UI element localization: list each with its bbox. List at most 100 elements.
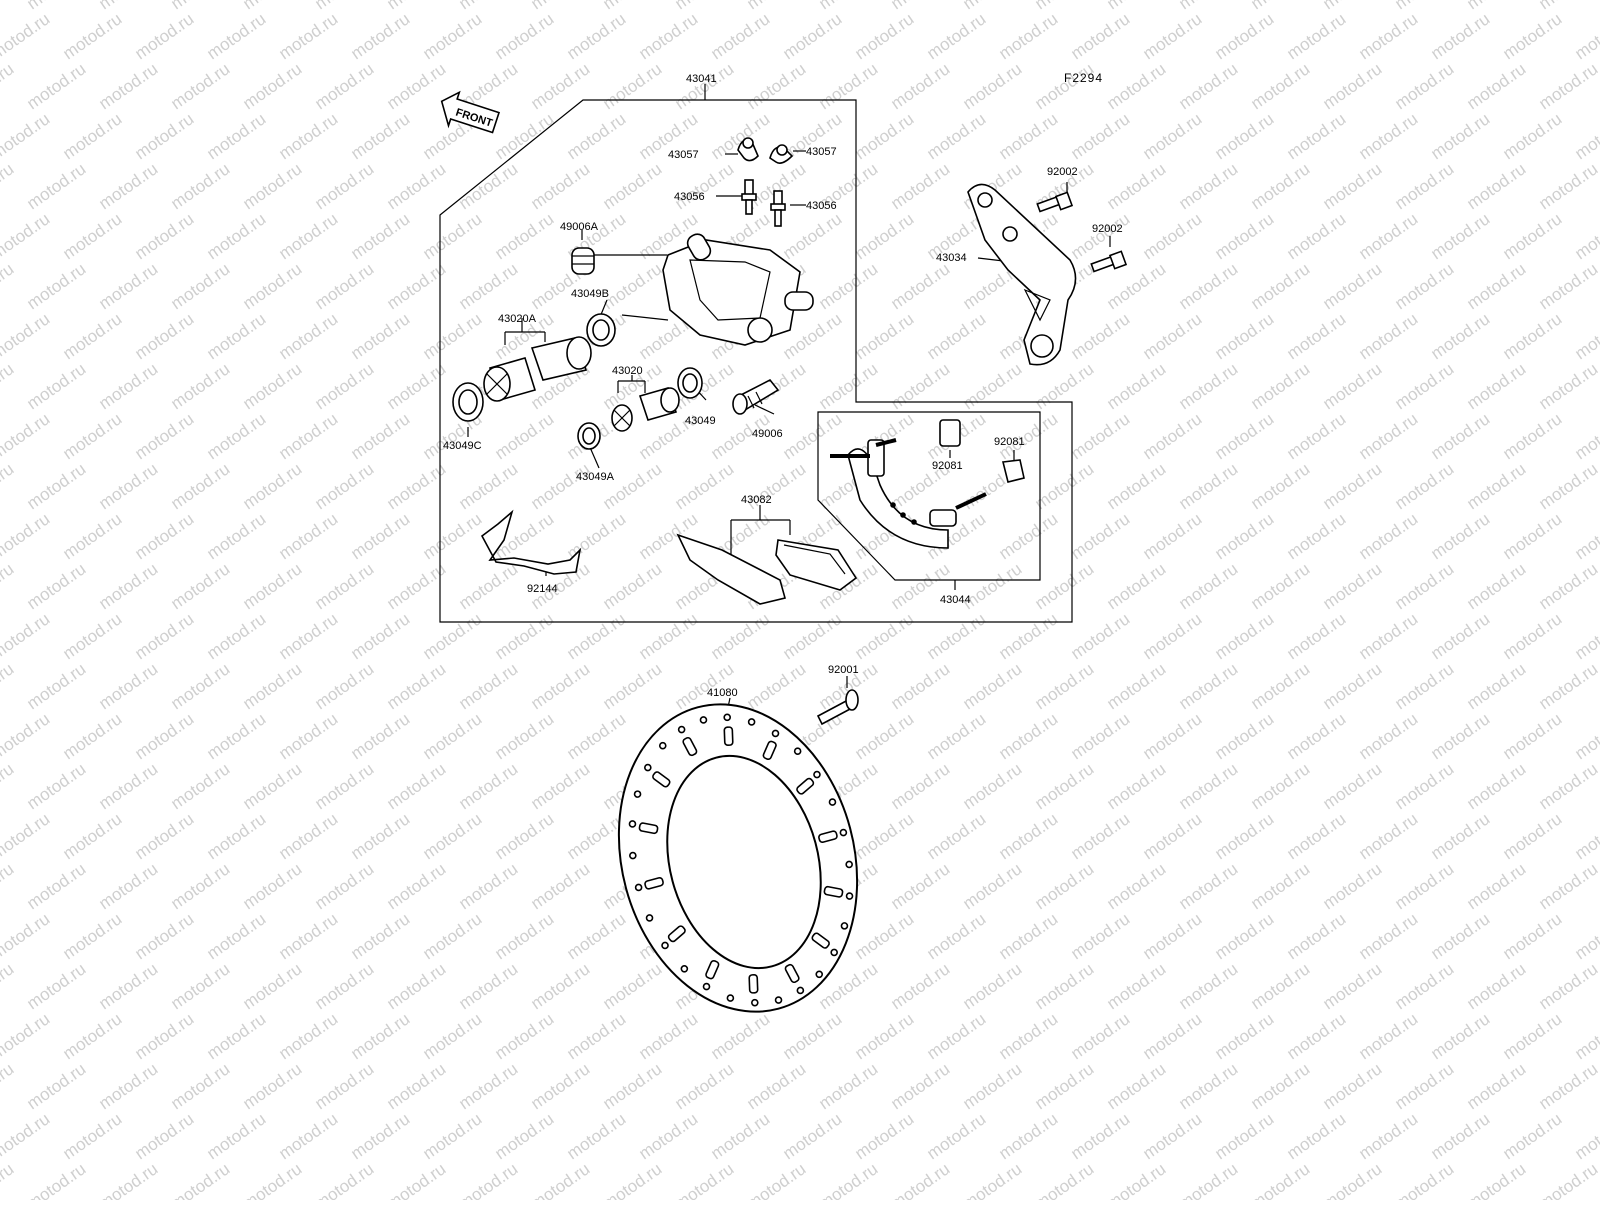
watermark-text: motod.ru	[1571, 809, 1600, 863]
watermark-text: motod.ru	[1175, 659, 1241, 713]
watermark-text: motod.ru	[59, 1009, 125, 1063]
watermark-text: motod.ru	[419, 309, 485, 363]
watermark-text: motod.ru	[1283, 309, 1349, 363]
watermark-text: motod.ru	[1211, 809, 1277, 863]
watermark-text: motod.ru	[887, 859, 953, 913]
watermark-text: motod.ru	[59, 709, 125, 763]
watermark-text: motod.ru	[1103, 559, 1169, 613]
watermark-text: motod.ru	[1103, 1159, 1169, 1200]
watermark-text: motod.ru	[203, 9, 269, 63]
disc-hole	[644, 763, 652, 772]
watermark-text: motod.ru	[1355, 409, 1421, 463]
watermark-text: motod.ru	[455, 959, 521, 1013]
watermark-text: motod.ru	[1031, 559, 1097, 613]
disc-hole	[633, 790, 642, 798]
disc-slot	[682, 736, 698, 757]
watermark-text: motod.ru	[851, 1109, 917, 1163]
watermark-text: motod.ru	[131, 809, 197, 863]
watermark-text: motod.ru	[203, 509, 269, 563]
watermark-text: motod.ru	[1319, 1159, 1385, 1200]
watermark-text: motod.ru	[1463, 59, 1529, 113]
watermark-text: motod.ru	[275, 809, 341, 863]
watermark-text: motod.ru	[1247, 959, 1313, 1013]
watermark-text: motod.ru	[1247, 1059, 1313, 1113]
watermark-text: motod.ru	[959, 1159, 1025, 1200]
watermark-text: motod.ru	[95, 159, 161, 213]
watermark-text: motod.ru	[1067, 709, 1133, 763]
watermark-text: motod.ru	[203, 409, 269, 463]
watermark-text: motod.ru	[887, 959, 953, 1013]
watermark-text: motod.ru	[419, 909, 485, 963]
watermark-text: motod.ru	[527, 959, 593, 1013]
watermark-text: motod.ru	[815, 1059, 881, 1113]
watermark-text: motod.ru	[1571, 1109, 1600, 1163]
watermark-text: motod.ru	[1067, 509, 1133, 563]
watermark-text: motod.ru	[1391, 0, 1457, 13]
disc-slot	[652, 771, 671, 788]
watermark-text: motod.ru	[311, 859, 377, 913]
watermark-text: motod.ru	[383, 359, 449, 413]
watermark-text: motod.ru	[0, 159, 17, 213]
watermark-text: motod.ru	[599, 659, 665, 713]
watermark-text: motod.ru	[599, 259, 665, 313]
watermark-text: motod.ru	[239, 459, 305, 513]
disc-hole	[723, 713, 731, 722]
watermark-text: motod.ru	[1463, 759, 1529, 813]
watermark-text: motod.ru	[1391, 1059, 1457, 1113]
watermark-text: motod.ru	[1535, 659, 1600, 713]
watermark-text: motod.ru	[995, 709, 1061, 763]
watermark-text: motod.ru	[1139, 1009, 1205, 1063]
watermark-text: motod.ru	[1139, 209, 1205, 263]
watermark-text: motod.ru	[1283, 109, 1349, 163]
disc-slot	[748, 974, 759, 994]
watermark-text: motod.ru	[1499, 509, 1565, 563]
watermark-text: motod.ru	[995, 109, 1061, 163]
watermark-text: motod.ru	[1355, 609, 1421, 663]
watermark-text: motod.ru	[563, 709, 629, 763]
label-pad-assy: 43082	[741, 494, 772, 506]
watermark-text: motod.ru	[743, 1159, 809, 1200]
watermark-text: motod.ru	[131, 709, 197, 763]
watermark-text: motod.ru	[671, 1159, 737, 1200]
watermark-text: motod.ru	[347, 409, 413, 463]
watermark-text: motod.ru	[779, 1009, 845, 1063]
watermark-text: motod.ru	[1211, 9, 1277, 63]
watermark-text: motod.ru	[1319, 459, 1385, 513]
watermark-text: motod.ru	[779, 609, 845, 663]
watermark-text: motod.ru	[203, 909, 269, 963]
watermark-text: motod.ru	[1247, 0, 1313, 13]
watermark-text: motod.ru	[455, 159, 521, 213]
watermark-text: motod.ru	[131, 1009, 197, 1063]
watermark-text: motod.ru	[1139, 809, 1205, 863]
watermark-text: motod.ru	[23, 359, 89, 413]
watermark-text: motod.ru	[383, 759, 449, 813]
brake-disc	[617, 703, 859, 1013]
watermark-text: motod.ru	[1103, 1059, 1169, 1113]
watermark-text: motod.ru	[383, 459, 449, 513]
watermark-text: motod.ru	[851, 609, 917, 663]
watermark-text: motod.ru	[23, 459, 89, 513]
watermark-text: motod.ru	[23, 259, 89, 313]
watermark-text: motod.ru	[239, 1159, 305, 1200]
watermark-text: motod.ru	[1175, 0, 1241, 13]
watermark-text: motod.ru	[59, 509, 125, 563]
watermark-text: motod.ru	[671, 59, 737, 113]
watermark-text: motod.ru	[1391, 759, 1457, 813]
watermark-text: motod.ru	[491, 109, 557, 163]
watermark-text: motod.ru	[1391, 1159, 1457, 1200]
watermark-text: motod.ru	[311, 959, 377, 1013]
watermark-text: motod.ru	[1139, 1109, 1205, 1163]
watermark-text: motod.ru	[1499, 809, 1565, 863]
watermark-text: motod.ru	[1211, 909, 1277, 963]
watermark-text: motod.ru	[0, 309, 53, 363]
watermark-text: motod.ru	[167, 1159, 233, 1200]
watermark-text: motod.ru	[419, 809, 485, 863]
watermark-text: motod.ru	[851, 1009, 917, 1063]
watermark-text: motod.ru	[275, 209, 341, 263]
watermark-text: motod.ru	[275, 509, 341, 563]
watermark-text: motod.ru	[1571, 909, 1600, 963]
watermark-text: motod.ru	[851, 809, 917, 863]
watermark-text: motod.ru	[1175, 459, 1241, 513]
watermark-text: motod.ru	[275, 309, 341, 363]
